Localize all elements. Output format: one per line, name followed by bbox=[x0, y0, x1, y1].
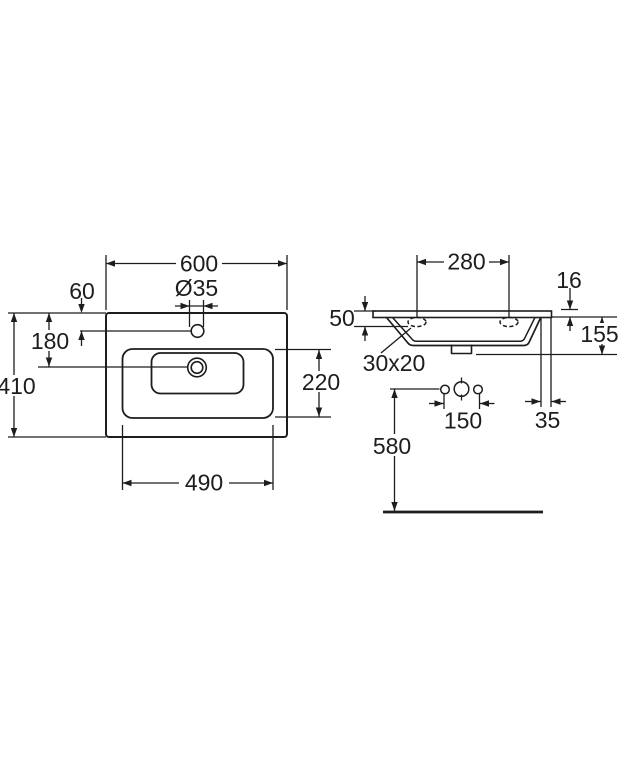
side-bowl-inner bbox=[391, 316, 536, 343]
arrow-155-bottom bbox=[598, 345, 606, 355]
overflow-slot-left bbox=[407, 316, 427, 328]
dim-label-600: 600 bbox=[180, 251, 218, 277]
fixing-hole-right bbox=[472, 384, 484, 395]
dim-label-dia35: Ø35 bbox=[175, 275, 218, 301]
dim-label-180: 180 bbox=[31, 328, 69, 354]
overflow-slot-right bbox=[499, 316, 519, 328]
dim-label-410: 410 bbox=[0, 373, 36, 399]
dim-label-bg-155 bbox=[580, 323, 618, 344]
arrow-180-bottom bbox=[45, 357, 53, 367]
arrow-600-left bbox=[106, 260, 115, 267]
drain-hole-outer bbox=[186, 357, 208, 378]
dim-label-bg-410 bbox=[0, 375, 34, 396]
arrow-16-top bbox=[566, 300, 574, 310]
dim-label-bg-220 bbox=[300, 371, 343, 392]
dim-label-155: 155 bbox=[580, 321, 618, 347]
arrow-220-top bbox=[315, 350, 323, 359]
tap-hole bbox=[190, 323, 205, 339]
arrow-490-left bbox=[122, 479, 132, 487]
arrow-35-left bbox=[531, 398, 541, 405]
dim-label-490: 490 bbox=[185, 470, 223, 496]
arrow-220-bottom bbox=[315, 407, 323, 417]
basin-outline bbox=[105, 312, 288, 438]
dim-label-220: 220 bbox=[302, 369, 340, 395]
arrow-60-top bbox=[78, 304, 85, 313]
arrow-50-top bbox=[361, 302, 369, 311]
drain-hole-inner bbox=[190, 360, 204, 375]
side-rim-profile bbox=[372, 310, 553, 319]
fixing-hole-center bbox=[453, 380, 470, 398]
dim-label-280: 280 bbox=[447, 249, 485, 275]
side-drain-outlet bbox=[450, 344, 473, 355]
arrow-410-bottom bbox=[10, 428, 18, 437]
dim-label-bg-280 bbox=[444, 251, 489, 272]
dim-label-60: 60 bbox=[69, 278, 95, 304]
dim-label-bg-490 bbox=[179, 471, 229, 493]
fixing-hole-left bbox=[439, 384, 451, 395]
arrow-490-right bbox=[264, 479, 273, 487]
arrow-dia35-right bbox=[203, 302, 213, 310]
arrow-150-left bbox=[434, 400, 444, 407]
basin-rim-inner bbox=[121, 348, 274, 419]
dim-label-150: 150 bbox=[444, 408, 482, 434]
dim-label-bg-180 bbox=[32, 330, 68, 351]
arrow-580-top bbox=[391, 389, 398, 398]
dim-label-35: 35 bbox=[535, 407, 561, 433]
dim-label-bg-580 bbox=[372, 434, 412, 456]
dim-label-bg-600 bbox=[176, 252, 222, 274]
arrow-35-right bbox=[551, 398, 561, 405]
arrow-50-bottom bbox=[361, 326, 369, 336]
arrow-150-right bbox=[480, 400, 489, 407]
dim-label-580: 580 bbox=[373, 433, 411, 459]
arrow-60-bottom bbox=[78, 331, 85, 340]
side-bowl-outer bbox=[385, 316, 542, 347]
arrow-16-bottom bbox=[566, 317, 574, 326]
basin-bowl-floor bbox=[150, 352, 245, 395]
arrow-600-right bbox=[278, 260, 287, 267]
arrow-410-top bbox=[10, 313, 18, 322]
arrow-180-top bbox=[45, 313, 53, 322]
arrow-dia35-left bbox=[180, 302, 190, 310]
dim-label-30x20: 30x20 bbox=[363, 350, 426, 376]
dim-label-50: 50 bbox=[329, 305, 355, 331]
dim-label-16: 16 bbox=[556, 267, 582, 293]
arrow-280-left bbox=[417, 258, 426, 266]
arrow-280-right bbox=[500, 258, 509, 266]
arrow-580-bottom bbox=[391, 502, 398, 511]
